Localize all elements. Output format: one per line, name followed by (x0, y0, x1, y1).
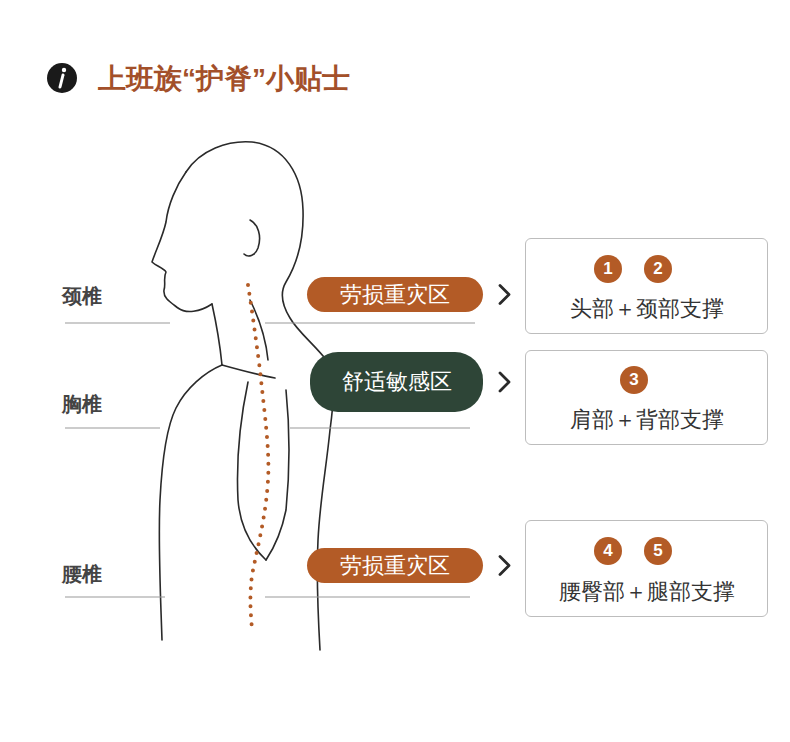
callout-number: 5 (644, 537, 672, 565)
spine-dots (248, 285, 268, 630)
support-box: 头部＋颈部支撑 1 2 (525, 238, 768, 334)
callout-number: 3 (620, 366, 648, 394)
callout-number: 4 (594, 537, 622, 565)
person-outline (152, 142, 334, 650)
chevron-connector (500, 557, 509, 575)
info-icon (47, 63, 77, 93)
support-box: 肩部＋背部支撑 3 (525, 350, 768, 445)
comfort-pill: 舒适敏感区 (310, 352, 483, 412)
zone-text: 劳损重灾区 (340, 280, 450, 310)
strain-pill: 劳损重灾区 (307, 548, 483, 583)
support-box: 腰臀部＋腿部支撑 4 5 (525, 520, 768, 617)
support-text: 肩部＋背部支撑 (526, 405, 767, 435)
title: 上班族“护脊”小贴士 (98, 60, 350, 98)
chevron-connector (500, 286, 509, 304)
callout-text: 1 (603, 259, 612, 279)
support-text: 头部＋颈部支撑 (526, 294, 767, 324)
region-label: 胸椎 (62, 391, 102, 418)
region-label: 颈椎 (62, 283, 102, 310)
callout-number: 2 (644, 255, 672, 283)
zone-text: 舒适敏感区 (342, 367, 452, 397)
region-label: 腰椎 (62, 561, 102, 588)
callout-text: 2 (653, 259, 662, 279)
callout-text: 4 (603, 541, 612, 561)
callout-number: 1 (594, 255, 622, 283)
callout-text: 3 (629, 370, 638, 390)
chevron-connector (500, 373, 509, 391)
callout-text: 5 (653, 541, 662, 561)
zone-text: 劳损重灾区 (340, 551, 450, 581)
strain-pill: 劳损重灾区 (307, 277, 483, 312)
support-text: 腰臀部＋腿部支撑 (526, 577, 767, 607)
